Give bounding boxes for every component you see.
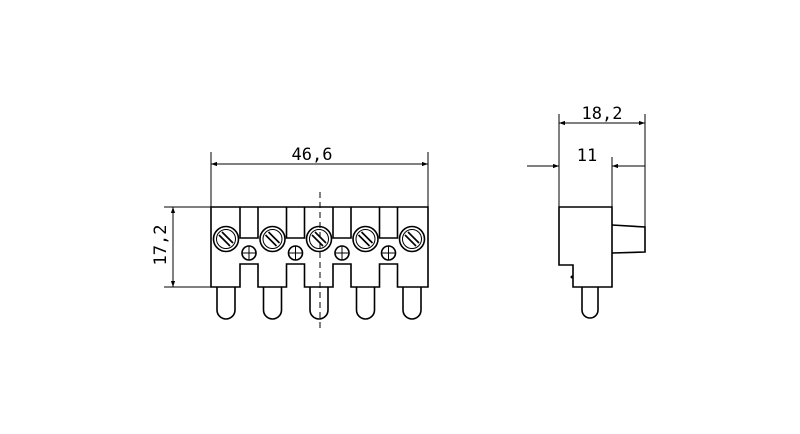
pin <box>262 287 283 320</box>
body-dimension: 11 <box>527 146 645 207</box>
test-hole-cross <box>242 246 256 260</box>
top-slot <box>239 207 259 239</box>
pin <box>309 287 329 320</box>
front-view <box>210 206 429 320</box>
top-slot <box>332 207 352 239</box>
screw-head <box>262 229 283 249</box>
pin <box>216 287 236 320</box>
top-slot <box>285 207 306 239</box>
top-slot <box>378 207 399 239</box>
depth-dimension: 18,2 <box>558 104 646 227</box>
width-dimension: 46,6 <box>210 145 429 207</box>
depth-dimension-label: 18,2 <box>582 104 623 124</box>
screw-head <box>355 229 376 249</box>
test-hole-cross <box>381 246 396 260</box>
screw-icon <box>212 225 240 253</box>
height-dimension-label: 17,2 <box>151 225 171 266</box>
screw-slot <box>311 231 327 247</box>
screw-head <box>402 229 422 249</box>
test-hole-cross <box>288 246 303 260</box>
screw-head <box>216 229 236 249</box>
body-dimension-label: 11 <box>577 146 597 166</box>
width-dimension-label: 46,6 <box>292 145 333 165</box>
screw-icon <box>259 225 286 253</box>
height-dimension: 17,2 <box>151 206 211 288</box>
screw-icon <box>352 225 379 253</box>
screw-slot <box>264 231 281 247</box>
side-view <box>558 206 646 319</box>
screw-slot <box>357 231 374 247</box>
screw-slot <box>218 231 234 247</box>
pin <box>355 287 376 320</box>
screw-slot <box>404 231 420 247</box>
screw-icon <box>305 225 333 253</box>
test-hole-cross <box>335 246 349 260</box>
screw-head <box>309 229 329 249</box>
screw-icon <box>398 225 426 253</box>
pin <box>402 287 422 320</box>
terminal-block-body <box>210 206 429 288</box>
